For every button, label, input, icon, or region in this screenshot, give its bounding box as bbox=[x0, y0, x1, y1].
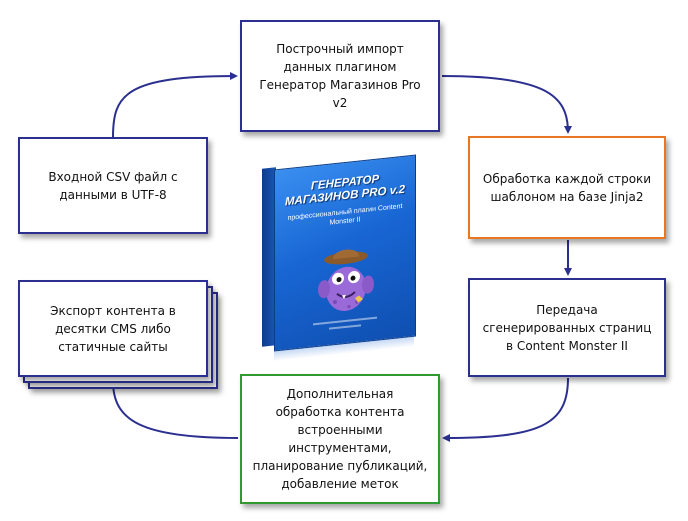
step-export-text: Экспорт контента в десятки CMS либо стат… bbox=[50, 303, 176, 354]
product-dvd-box: ГЕНЕРАТОР МАГАЗИНОВ PRO v.2 профессионал… bbox=[262, 154, 424, 362]
step-import-box: Построчный импорт данных плагином Генера… bbox=[240, 20, 440, 132]
step-import-text: Построчный импорт данных плагином Генера… bbox=[259, 42, 421, 110]
step-extra-processing-box: Дополнительная обработка контента встрое… bbox=[240, 374, 440, 504]
step-extra-processing-text: Дополнительная обработка контента встрое… bbox=[252, 387, 428, 491]
dvd-footer bbox=[275, 312, 415, 341]
dvd-footer-lines-icon bbox=[313, 316, 377, 330]
step-content-monster-box: Передача сгенерированных страниц в Conte… bbox=[468, 278, 666, 377]
step-jinja-text: Обработка каждой строки шаблоном на базе… bbox=[482, 171, 652, 204]
step-content-monster-text: Передача сгенерированных страниц в Conte… bbox=[482, 302, 652, 353]
arrow-extra-to-export bbox=[109, 379, 239, 439]
step-csv-box: Входной CSV файл с данными в UTF-8 bbox=[18, 137, 208, 234]
arrow-cm-to-extra bbox=[442, 377, 569, 442]
arrow-import-to-jinja bbox=[441, 75, 572, 134]
step-export-box: Экспорт контента в десятки CMS либо стат… bbox=[18, 280, 208, 377]
step-csv-text: Входной CSV файл с данными в UTF-8 bbox=[48, 169, 178, 202]
dvd-cover: ГЕНЕРАТОР МАГАЗИНОВ PRO v.2 профессионал… bbox=[274, 154, 416, 352]
step-jinja-box: Обработка каждой строки шаблоном на базе… bbox=[468, 136, 666, 239]
arrow-csv-to-import bbox=[112, 72, 238, 138]
monster-mascot-icon bbox=[318, 249, 374, 311]
